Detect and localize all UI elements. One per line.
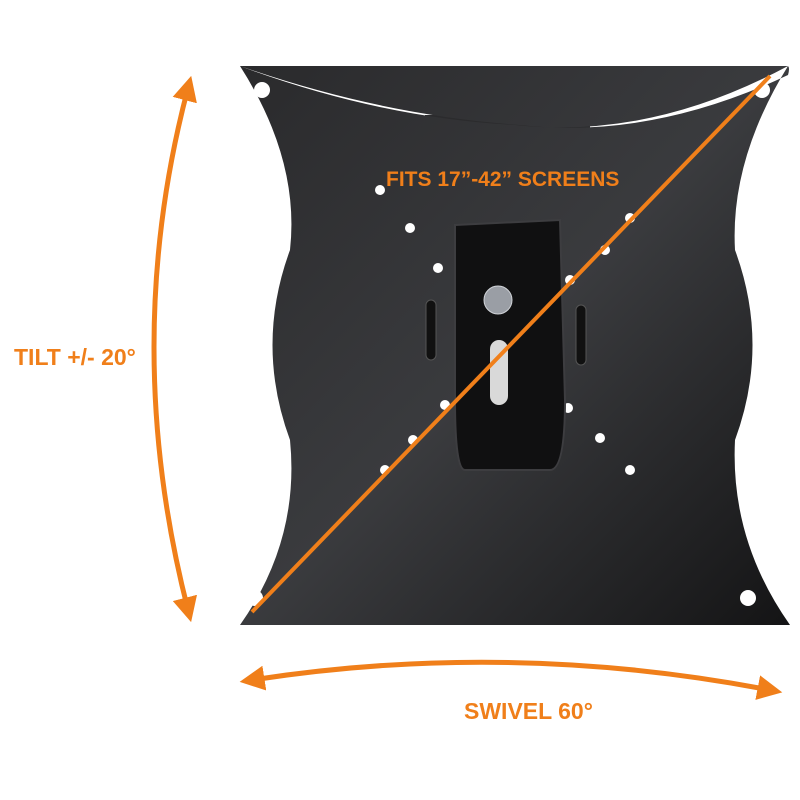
pivot-bolt	[483, 285, 513, 315]
tilt-label: TILT +/- 20°	[14, 344, 136, 370]
diagonal-line	[250, 74, 772, 614]
swivel-label: SWIVEL 60°	[464, 698, 593, 724]
screen-size-label: FITS 17”-42” SCREENS	[386, 168, 620, 191]
swivel-arrow	[239, 659, 783, 700]
bracket-slot	[490, 340, 508, 405]
mounting-holes	[247, 82, 770, 606]
slot	[425, 299, 437, 361]
slot	[575, 304, 587, 366]
tilt-arrow	[151, 75, 198, 623]
